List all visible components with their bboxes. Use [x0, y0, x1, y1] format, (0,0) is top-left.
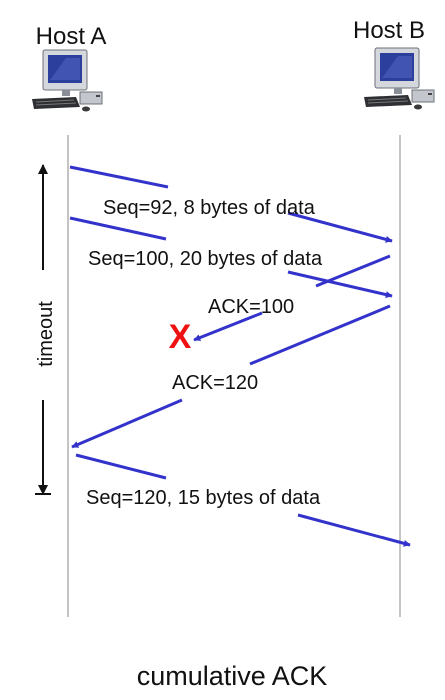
- seq100-arrow-end: [287, 270, 393, 298]
- ack100-label: ACK=100: [208, 296, 294, 318]
- ack120-arrow-end: [71, 398, 183, 449]
- seq100-label: Seq=100, 20 bytes of data: [88, 248, 323, 270]
- ack100-arrow-end: [193, 311, 263, 342]
- ack120-arrow-start: [249, 304, 391, 366]
- seq120-arrow-start: [75, 453, 167, 480]
- seq92-arrow-end: [287, 211, 393, 243]
- seq120-label: Seq=120, 15 bytes of data: [86, 487, 321, 509]
- host-a-computer-icon: [31, 49, 103, 112]
- host-a-label: Host A: [36, 23, 107, 50]
- ack120-label: ACK=120: [172, 372, 258, 394]
- timeout-label: timeout: [35, 301, 57, 367]
- seq120-arrow-end: [297, 513, 411, 547]
- seq92-label: Seq=92, 8 bytes of data: [103, 197, 316, 219]
- ack100-arrow-start: [315, 254, 391, 288]
- seq100-arrow-start: [69, 216, 167, 241]
- host-b-computer-icon: [363, 47, 435, 110]
- lost-packet-x-icon: X: [169, 318, 192, 356]
- seq92-arrow-start: [69, 165, 169, 189]
- host-b-label: Host B: [353, 17, 425, 44]
- diagram-caption: cumulative ACK: [137, 661, 328, 691]
